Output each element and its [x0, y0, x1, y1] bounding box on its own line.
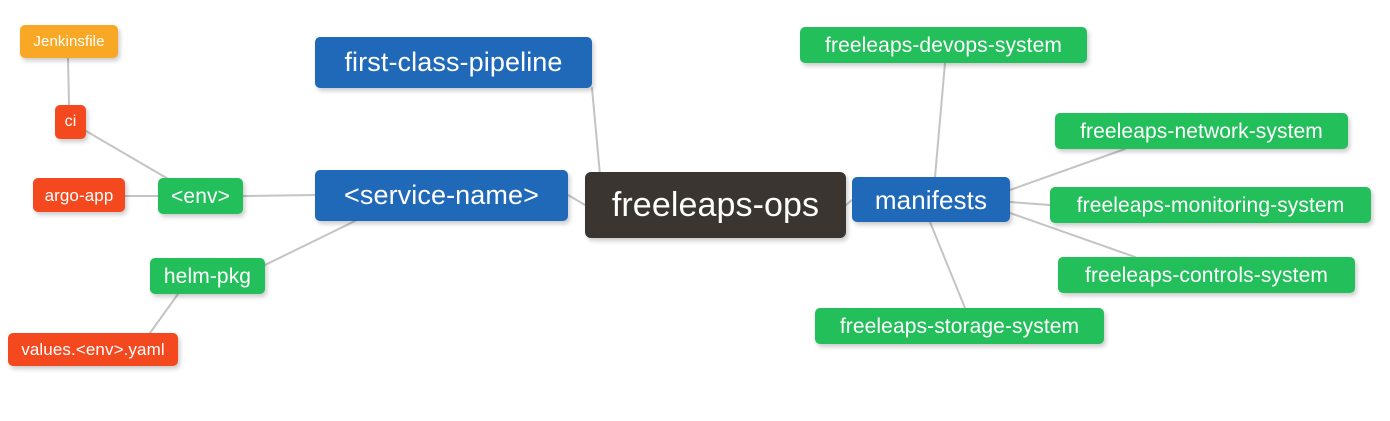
- node-label: freeleaps-devops-system: [825, 33, 1062, 57]
- edge-manifests-to-freeleaps-monitoring-system: [1009, 201, 1051, 206]
- node-label: first-class-pipeline: [344, 47, 563, 77]
- node-jenkinsfile[interactable]: Jenkinsfile: [20, 25, 118, 58]
- node-ci[interactable]: ci: [55, 105, 86, 139]
- edge-manifests-to-freeleaps-storage-system: [929, 221, 966, 309]
- node-manifests[interactable]: manifests: [852, 177, 1010, 222]
- node-freeleaps-devops-system[interactable]: freeleaps-devops-system: [800, 27, 1087, 63]
- node-label: <service-name>: [344, 180, 539, 210]
- edge-ci-to-jenkinsfile: [67, 57, 70, 106]
- node-label: freeleaps-storage-system: [839, 314, 1080, 338]
- node-label: <env>: [171, 184, 230, 208]
- node-freeleaps-network-system[interactable]: freeleaps-network-system: [1055, 113, 1348, 149]
- node-service-name[interactable]: <service-name>: [315, 170, 568, 221]
- node-freeleaps-monitoring-system[interactable]: freeleaps-monitoring-system: [1050, 187, 1371, 223]
- node-label: argo-app: [44, 185, 114, 205]
- edge-freeleaps-ops-to-first-class-pipeline: [591, 87, 601, 176]
- edge-env-to-ci: [85, 130, 171, 181]
- node-label: freeleaps-monitoring-system: [1076, 193, 1345, 217]
- node-first-class-pipeline[interactable]: first-class-pipeline: [315, 37, 592, 88]
- node-freeleaps-ops[interactable]: freeleaps-ops: [585, 172, 846, 238]
- node-label: ci: [64, 113, 77, 130]
- node-freeleaps-storage-system[interactable]: freeleaps-storage-system: [815, 308, 1104, 344]
- node-label: freeleaps-network-system: [1080, 119, 1323, 143]
- edge-service-name-to-env: [242, 194, 316, 197]
- node-label: manifests: [874, 184, 988, 215]
- node-helm-pkg[interactable]: helm-pkg: [150, 258, 265, 294]
- edge-helm-pkg-to-values-env-yaml: [149, 293, 179, 334]
- node-freeleaps-controls-system[interactable]: freeleaps-controls-system: [1058, 257, 1355, 293]
- node-env[interactable]: <env>: [158, 178, 243, 214]
- node-argo-app[interactable]: argo-app: [33, 178, 125, 212]
- edge-service-name-to-helm-pkg: [264, 220, 356, 266]
- edge-manifests-to-freeleaps-devops-system: [934, 62, 946, 178]
- node-label: values.<env>.yaml: [21, 340, 165, 359]
- node-label: freeleaps-ops: [611, 186, 820, 224]
- node-label: freeleaps-controls-system: [1085, 263, 1328, 287]
- node-label: helm-pkg: [163, 264, 252, 288]
- edge-freeleaps-ops-to-service-name: [567, 194, 586, 206]
- node-label: Jenkinsfile: [33, 33, 105, 50]
- edge-manifests-to-freeleaps-network-system: [1009, 148, 1126, 191]
- node-values-env-yaml[interactable]: values.<env>.yaml: [8, 333, 178, 366]
